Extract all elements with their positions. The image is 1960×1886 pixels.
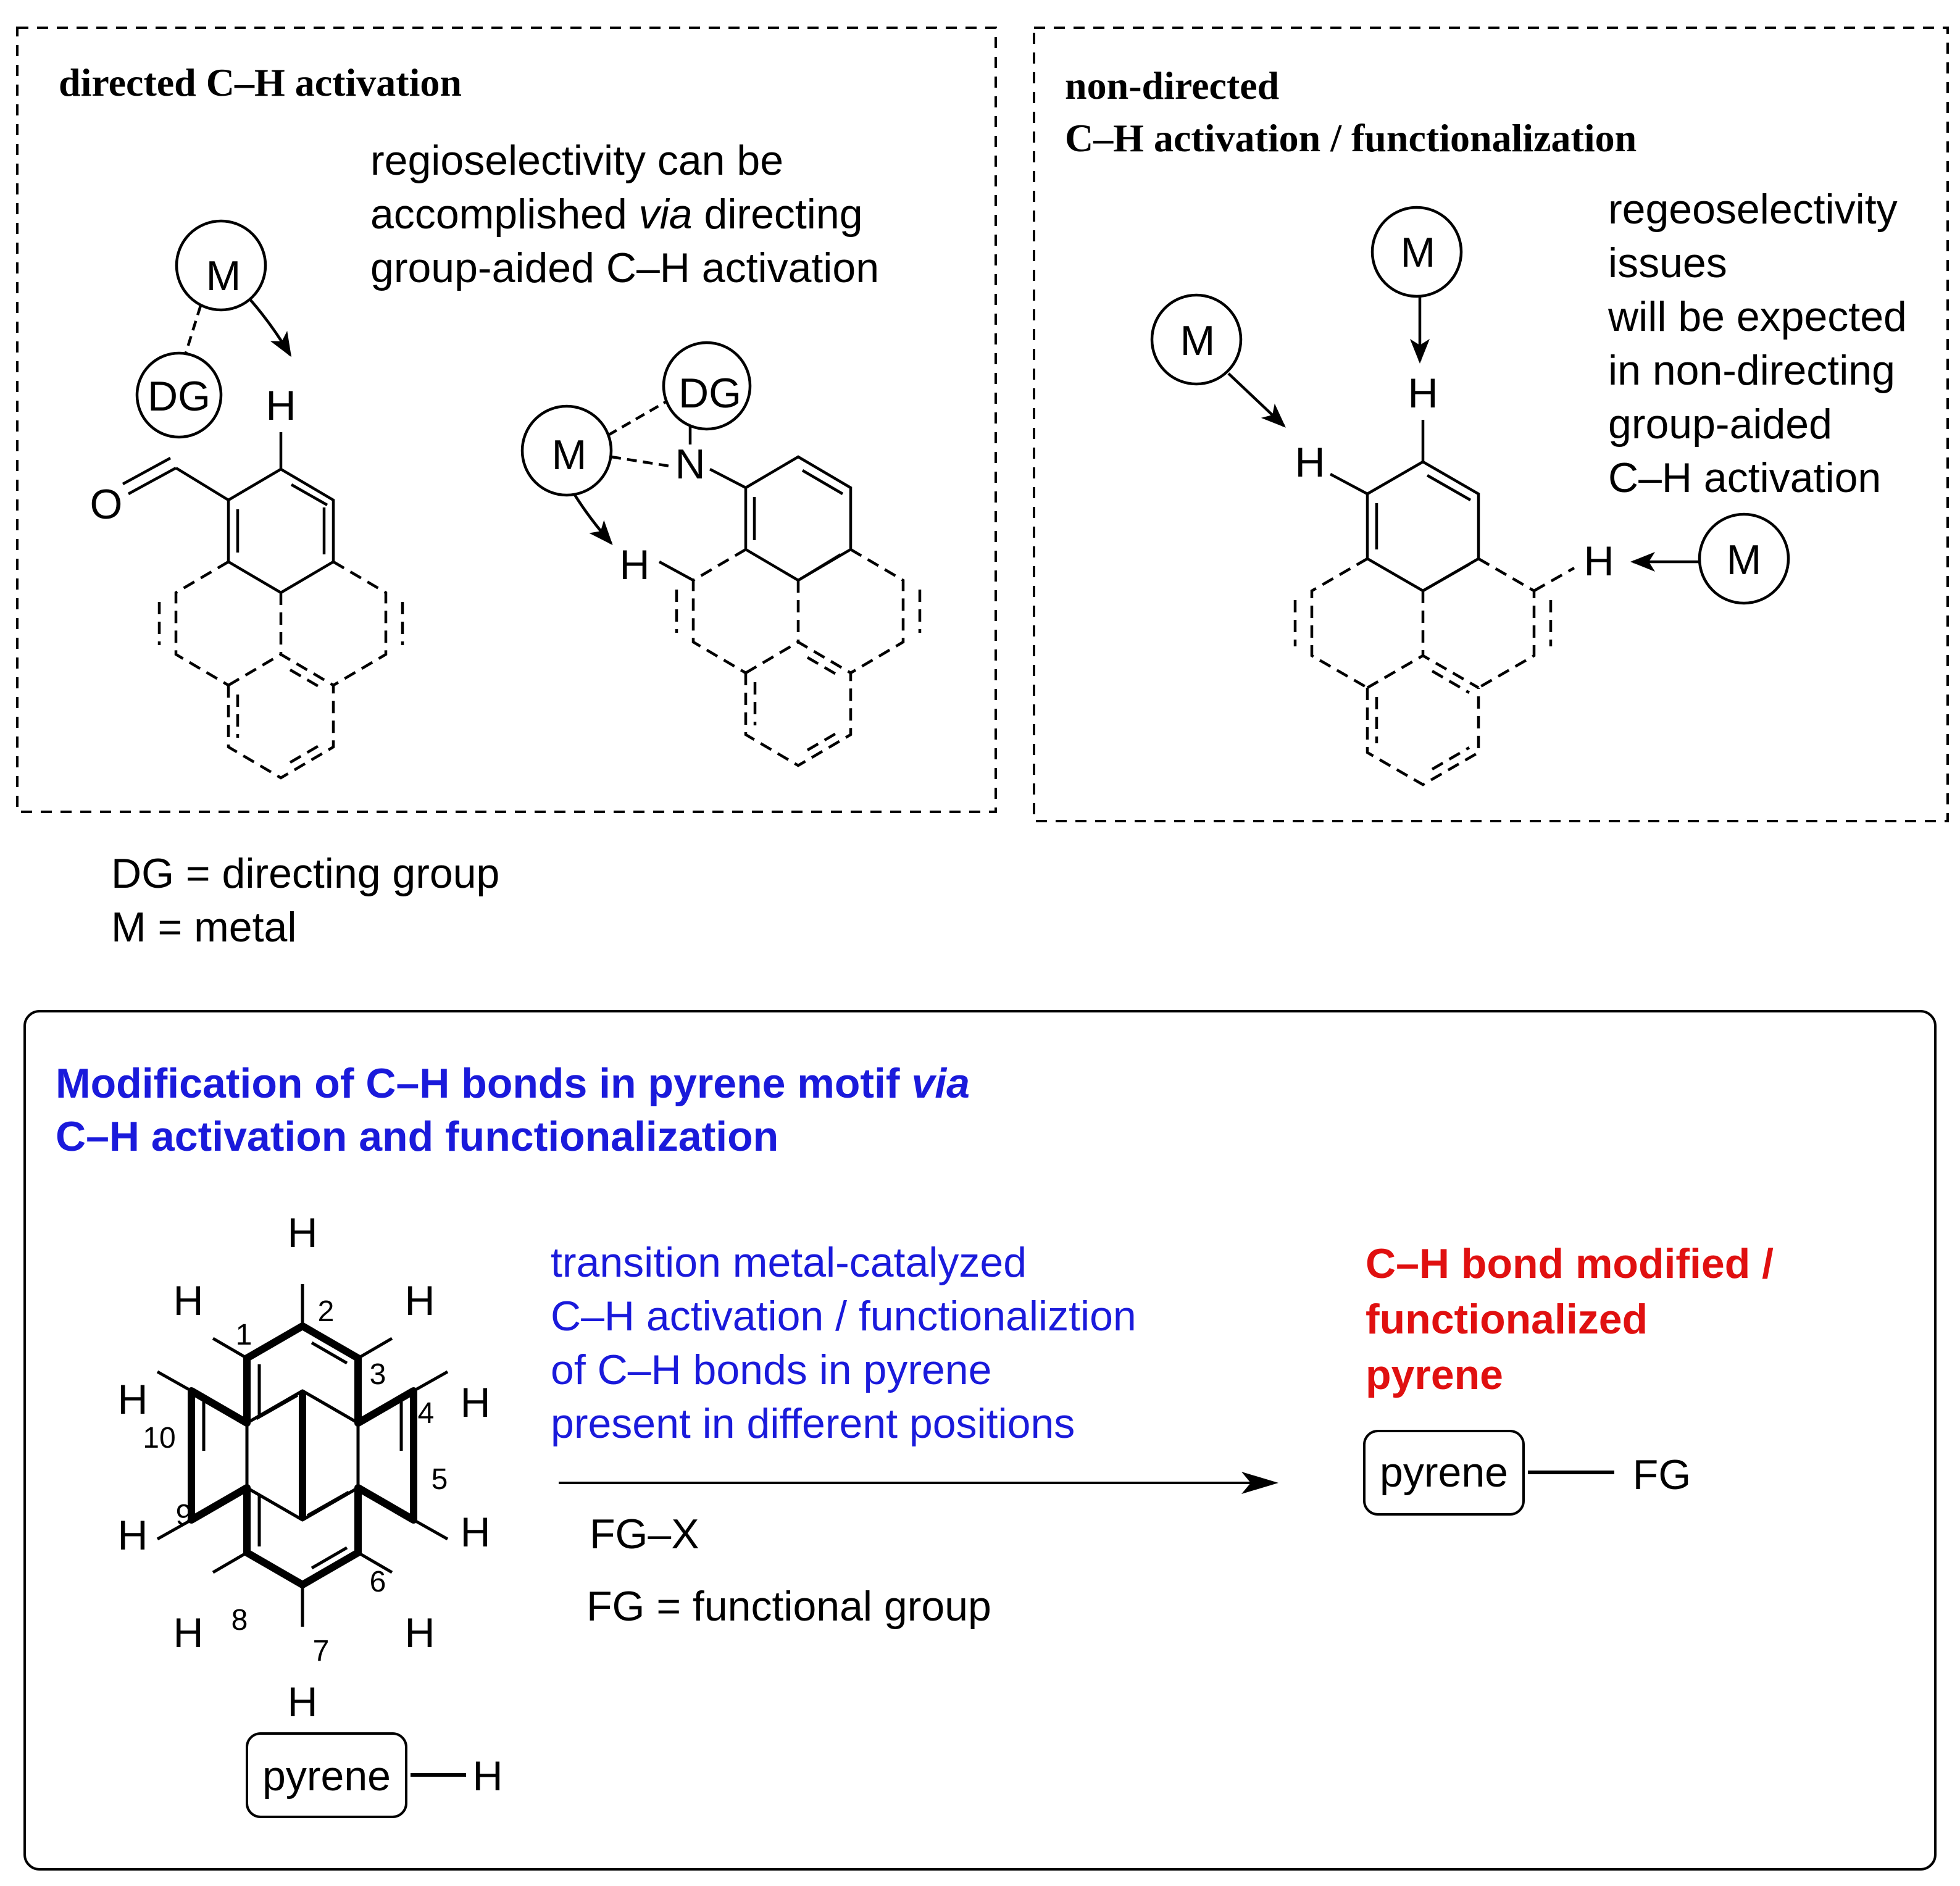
metal-label-left: M (1180, 317, 1216, 364)
metal-label: M (206, 252, 241, 299)
bottom-panel-frame (23, 1010, 1937, 1871)
molecule-directed-amine-labels: DG M N H (552, 370, 741, 588)
pyrene-hydrogens: H H H H H H H H H H (117, 1209, 490, 1725)
fg-definition: FG = functional group (586, 1583, 991, 1630)
product-label: C–H bond modified / functionalized pyren… (1366, 1240, 1785, 1398)
atom-nitrogen: N (675, 441, 705, 488)
atom-hydrogen-right: H (1583, 538, 1614, 585)
metal-label-right: M (1727, 536, 1762, 583)
legend: DG = directing group M = metal (111, 850, 511, 951)
atom-hydrogen-left: H (1295, 439, 1325, 486)
legend-dg: DG = directing group (111, 850, 499, 897)
pyrene-h-6: H (404, 1609, 435, 1656)
pyrene-h-2: H (287, 1209, 317, 1256)
pyrene-h-9: H (117, 1512, 148, 1559)
directed-description: regioselectivity can be accomplished via… (370, 137, 879, 291)
position-8: 8 (231, 1604, 248, 1637)
reaction-conditions: transition metal-catalyzed C–H activatio… (551, 1239, 1148, 1447)
pyrene-h-8: H (173, 1609, 203, 1656)
position-7: 7 (313, 1635, 330, 1667)
metal-label-top: M (1401, 229, 1436, 276)
position-6: 6 (370, 1566, 386, 1598)
position-5: 5 (432, 1463, 448, 1496)
dg-label-2: DG (678, 370, 741, 417)
position-4: 4 (418, 1397, 435, 1430)
legend-m: M = metal (111, 904, 296, 951)
position-1: 1 (236, 1319, 252, 1351)
pyrene-h-atom: H (472, 1753, 503, 1800)
nondirected-title: non-directed C–H activation / functional… (1065, 64, 1637, 160)
directed-title: directed C–H activation (59, 61, 462, 104)
pyrene-h-5: H (460, 1509, 490, 1556)
pyrene-h-1: H (173, 1277, 203, 1324)
pyrene-h-10: H (117, 1376, 148, 1423)
atom-oxygen: O (90, 481, 123, 528)
position-10: 10 (143, 1422, 175, 1454)
atom-hydrogen: H (265, 382, 296, 429)
pyrene-fg-box (1363, 1430, 1525, 1516)
pyrene-h-3: H (404, 1277, 435, 1324)
molecule-nondirected-labels: M M M H H H (1180, 229, 1762, 585)
pyrene-fg-box-label: pyrene (1380, 1449, 1508, 1496)
nondirected-description: regeoselectivity issues will be expected… (1608, 186, 1919, 501)
position-9: 9 (176, 1499, 193, 1532)
atom-hydrogen-2: H (619, 541, 649, 588)
pyrene-h-box-label: pyrene (262, 1753, 391, 1800)
position-2: 2 (318, 1295, 335, 1328)
molecule-directed-amine (520, 341, 922, 767)
molecule-directed-carbonyl (122, 219, 404, 780)
reagent: FG–X (590, 1511, 699, 1558)
position-3: 3 (370, 1358, 386, 1391)
bottom-title: Modification of C–H bonds in pyrene moti… (56, 1060, 982, 1160)
pyrene-h-7: H (287, 1679, 317, 1725)
molecule-nondirected (1150, 206, 1790, 787)
molecule-directed-carbonyl-labels: O DG M H (90, 252, 296, 528)
pyrene-h-4: H (460, 1379, 490, 1426)
directed-panel-frame (16, 27, 997, 813)
dg-label: DG (148, 373, 211, 420)
pyrene-h-box (246, 1732, 407, 1818)
pyrene-structure (156, 1284, 449, 1627)
metal-label-2: M (552, 432, 587, 478)
fg-atom: FG (1633, 1451, 1691, 1498)
nondirected-panel-frame (1033, 27, 1949, 822)
pyrene-position-numbers: 1 2 3 4 5 6 7 8 9 10 (143, 1295, 448, 1667)
atom-hydrogen-top: H (1407, 370, 1438, 417)
